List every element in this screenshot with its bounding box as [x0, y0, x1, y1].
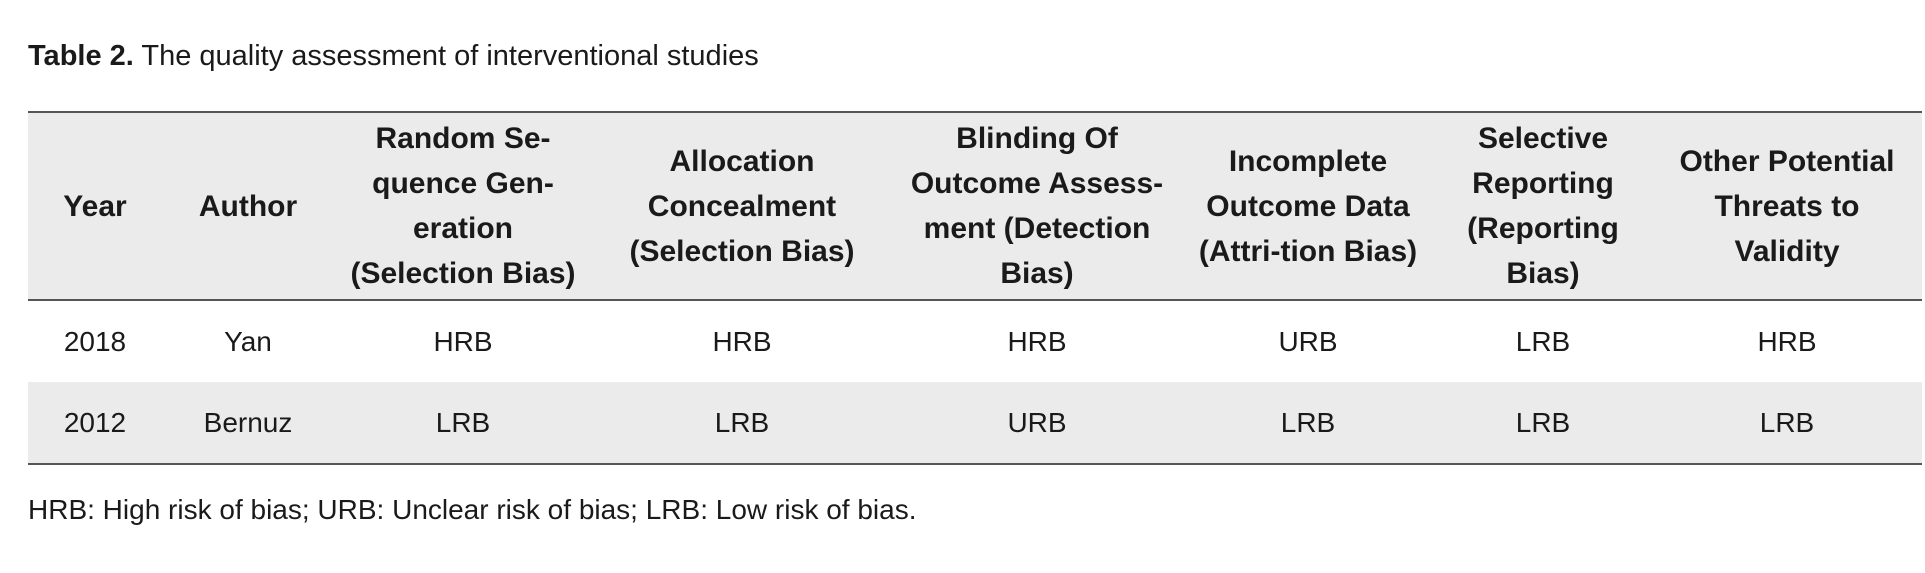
- cell-author: Bernuz: [203, 406, 293, 438]
- header-allocation: Allocation Concealment (Selection Bias): [629, 144, 855, 268]
- cell-incomplete-data: LRB: [1280, 406, 1336, 438]
- quality-assessment-table: Year Author Random Se-quence Gen-eration…: [28, 111, 1922, 465]
- cell-blinding: URB: [1007, 406, 1067, 438]
- table-row: 2012 Bernuz LRB LRB URB LRB LRB LRB: [28, 382, 1922, 464]
- cell-other-threats: HRB: [1757, 325, 1817, 357]
- table-caption-text: The quality assessment of interventional…: [133, 40, 759, 72]
- header-author: Author: [198, 189, 298, 223]
- cell-author: Yan: [224, 325, 272, 357]
- cell-incomplete-data: URB: [1278, 325, 1338, 357]
- header-other-threats: Other Potential Threats to Validity: [1679, 144, 1895, 268]
- cell-year: 2012: [63, 406, 127, 438]
- table-footnote: HRB: High risk of bias; URB: Unclear ris…: [28, 494, 917, 525]
- cell-selective-reporting: LRB: [1515, 325, 1571, 357]
- cell-selective-reporting: LRB: [1515, 406, 1571, 438]
- table-row: 2018 Yan HRB HRB HRB URB LRB HRB: [28, 300, 1922, 382]
- cell-other-threats: LRB: [1759, 406, 1815, 438]
- table-header-row: Year Author Random Se-quence Gen-eration…: [28, 112, 1922, 300]
- cell-blinding: HRB: [1007, 325, 1067, 357]
- header-incomplete-data: Incomplete Outcome Data (Attri-tion Bias…: [1198, 144, 1418, 268]
- table-caption-label: Table 2.: [28, 40, 134, 72]
- header-selective-reporting: Selective Reporting (Reporting Bias): [1467, 122, 1619, 290]
- header-year: Year: [63, 189, 127, 223]
- cell-random-sequence: HRB: [433, 325, 493, 357]
- cell-random-sequence: LRB: [435, 406, 491, 438]
- cell-allocation: HRB: [712, 325, 772, 357]
- table-caption: Table 2. The quality assessment of inter…: [28, 38, 759, 74]
- cell-year: 2018: [63, 325, 127, 357]
- header-blinding: Blinding Of Outcome Assess-ment (Detecti…: [910, 122, 1164, 290]
- header-random-sequence: Random Se-quence Gen-eration (Selection …: [350, 122, 576, 290]
- cell-allocation: LRB: [714, 406, 770, 438]
